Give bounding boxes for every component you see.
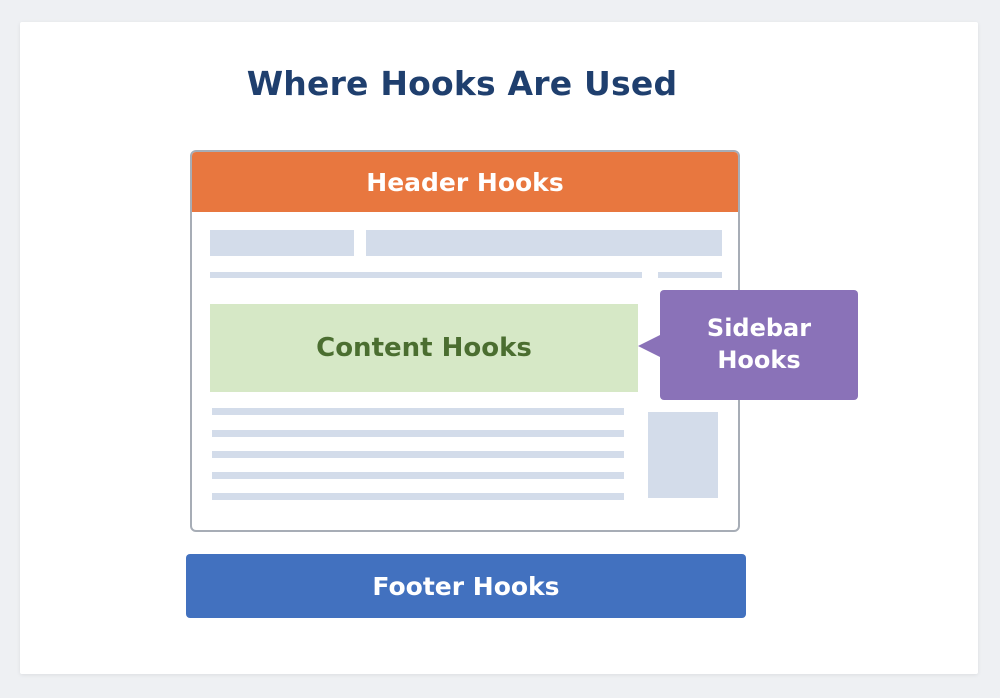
sidebar-hooks-label-line2: Hooks bbox=[717, 346, 801, 374]
text-line bbox=[212, 451, 624, 458]
divider-line-right bbox=[658, 272, 722, 278]
text-line bbox=[212, 408, 624, 415]
nav-placeholder-left bbox=[210, 230, 354, 256]
sidebar-placeholder bbox=[648, 412, 718, 498]
text-line bbox=[212, 430, 624, 437]
text-line bbox=[212, 472, 624, 479]
text-line bbox=[212, 493, 624, 500]
content-hooks-label: Content Hooks bbox=[316, 333, 532, 363]
sidebar-hooks-label-line1: Sidebar bbox=[706, 314, 812, 343]
sidebar-hooks-callout: Sidebar Hooks bbox=[660, 290, 858, 400]
diagram-title: Where Hooks Are Used bbox=[246, 64, 678, 103]
content-hooks-block: Content Hooks bbox=[210, 304, 638, 392]
footer-hooks-bar: Footer Hooks bbox=[186, 554, 746, 618]
divider-line-left bbox=[210, 272, 642, 278]
nav-placeholder-right bbox=[366, 230, 722, 256]
sidebar-callout-pointer bbox=[638, 334, 662, 358]
header-hooks-bar: Header Hooks bbox=[192, 152, 738, 212]
header-hooks-label: Header Hooks bbox=[366, 167, 564, 197]
footer-hooks-label: Footer Hooks bbox=[372, 571, 560, 601]
